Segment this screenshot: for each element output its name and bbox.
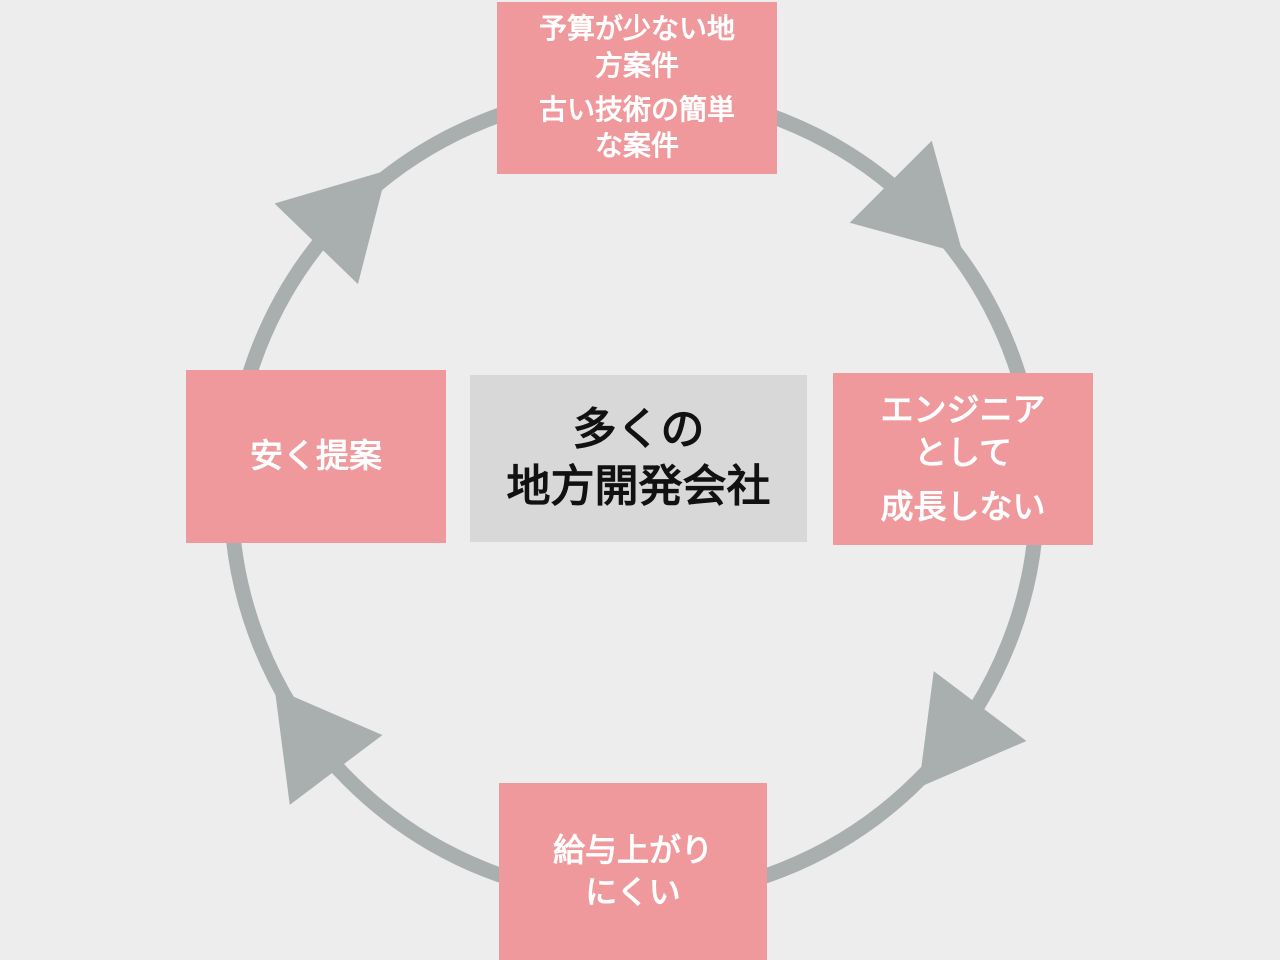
arrowhead-top-right-icon bbox=[849, 140, 963, 254]
arrowhead-bottom-right-icon bbox=[918, 671, 1027, 788]
center-line: 多くの bbox=[572, 405, 705, 455]
center-line: 地方開発会社 bbox=[506, 461, 771, 511]
node-low-budget-projects: 予算が少ない地 方案件 古い技術の簡単 な案件 bbox=[497, 2, 777, 174]
node-line: 方案件 bbox=[594, 49, 679, 81]
node-line: 安く提案 bbox=[250, 437, 382, 475]
node-salary-hard-to-raise: 給与上がり にくい bbox=[499, 783, 767, 960]
node-line: 給与上がり bbox=[552, 831, 713, 868]
node-line: にくい bbox=[585, 873, 681, 910]
arrowhead-top-left-icon bbox=[274, 170, 388, 285]
node-line: 予算が少ない地 bbox=[538, 13, 735, 45]
node-paragraph: 予算が少ない地 方案件 bbox=[539, 11, 735, 84]
node-line: 古い技術の簡単 bbox=[538, 94, 735, 125]
node-line: として bbox=[913, 433, 1012, 471]
node-paragraph: 古い技術の簡単 な案件 bbox=[539, 92, 735, 165]
node-line: エンジニア bbox=[880, 390, 1046, 428]
node-paragraph: 成長しない bbox=[881, 486, 1046, 529]
node-paragraph: エンジニア として bbox=[881, 389, 1046, 475]
node-line: な案件 bbox=[594, 130, 679, 162]
node-paragraph: 給与上がり にくい bbox=[553, 830, 713, 913]
node-cheap-proposal: 安く提案 bbox=[186, 370, 446, 543]
node-line: 成長しない bbox=[880, 488, 1046, 526]
center-label-local-dev-companies: 多くの 地方開発会社 bbox=[470, 375, 807, 542]
arrowhead-bottom-left-icon bbox=[274, 688, 383, 805]
node-paragraph: 安く提案 bbox=[250, 435, 382, 478]
node-no-engineer-growth: エンジニア として 成長しない bbox=[833, 373, 1093, 545]
